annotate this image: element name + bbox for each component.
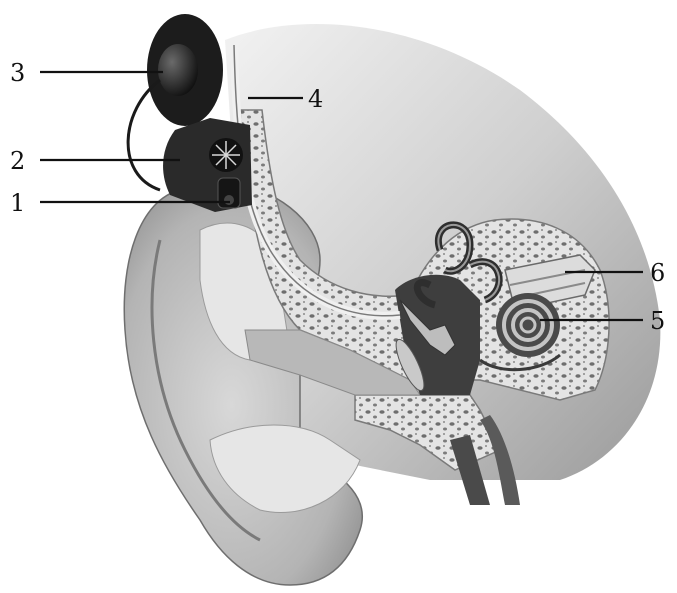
callout-1: 1	[10, 189, 25, 217]
callout-6: 6	[650, 259, 665, 287]
transmitter-coil	[147, 14, 223, 126]
cochlea	[496, 293, 560, 357]
callout-4: 4	[308, 85, 323, 113]
callout-3: 3	[10, 59, 25, 87]
callout-2: 2	[10, 147, 25, 175]
callout-5: 5	[650, 307, 665, 335]
